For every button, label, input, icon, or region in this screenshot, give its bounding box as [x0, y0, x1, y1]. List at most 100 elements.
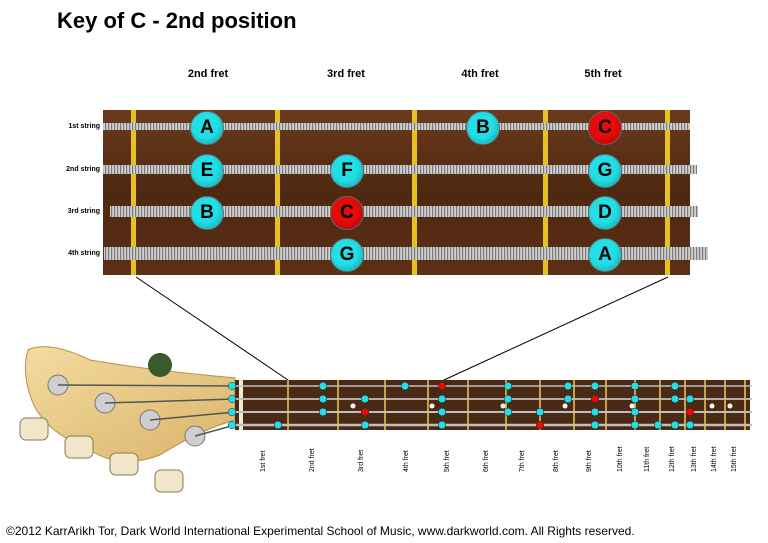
note-marker-g-s2-f5: G: [588, 154, 622, 188]
neck-note-dot: [685, 394, 695, 404]
inlay-dot: [629, 403, 635, 409]
neck-note-dot: [630, 407, 640, 417]
neck-note-dot: [503, 381, 513, 391]
zoom-string-4: [104, 247, 708, 260]
zoom-strings: [103, 123, 708, 260]
neck-note-dot: [670, 381, 680, 391]
neck-note-dot: [227, 420, 237, 430]
zoom-frets: [131, 110, 670, 275]
neck-fret-number: 9th fret: [586, 450, 593, 472]
neck-fret-number: 1st fret: [260, 450, 267, 472]
note-marker-d-s3-f5: D: [588, 196, 622, 230]
neck-note-dot: [360, 394, 370, 404]
neck-note-dot: [503, 407, 513, 417]
neck-note-dot: [590, 381, 600, 391]
neck-fret-number: 11th fret: [643, 446, 651, 472]
zoom-connector-left: [135, 276, 289, 381]
fret-label-5: 5th fret: [584, 68, 622, 80]
neck-fret-wire: [427, 380, 429, 430]
neck-note-dot: [630, 381, 640, 391]
copyright-footer: ©2012 KarrArikh Tor, Dark World Internat…: [6, 524, 635, 538]
fret-label-4: 4th fret: [461, 68, 499, 80]
string-label-3: 3rd string: [67, 208, 100, 215]
neck-fret-wire: [337, 380, 339, 430]
neck-note-dot: [590, 420, 600, 430]
inlay-dot: [727, 403, 733, 409]
note-marker-e-s2-f2: E: [190, 154, 224, 188]
neck-fret-number: 13th fret: [691, 446, 698, 472]
neck-fret-wire: [659, 380, 661, 430]
neck-fret-number: 14th fret: [711, 446, 718, 472]
note-marker-a-s4-f5: A: [588, 238, 622, 272]
neck-note-dot: [535, 420, 545, 430]
page-title: Key of C - 2nd position: [57, 8, 297, 33]
neck-note-dot: [437, 407, 447, 417]
neck-fret-wire: [684, 380, 686, 430]
note-marker-c-s3-f3: C: [330, 196, 364, 230]
neck-note-dot: [227, 394, 237, 404]
neck-fret-wire: [634, 380, 636, 430]
neck-fret-wire: [287, 380, 289, 430]
neck-fret-number: 15th fret: [731, 446, 738, 472]
neck-note-dot: [318, 381, 328, 391]
neck-fret-number: 10th fret: [616, 446, 624, 472]
note-marker-c-s1-f5: C: [588, 111, 622, 145]
headstock: [19, 346, 236, 493]
string-label-4: 4th string: [68, 250, 100, 257]
neck-fret-wire: [505, 380, 507, 430]
neck-fret-number: 4th fret: [402, 450, 410, 472]
neck-note-dot: [535, 407, 545, 417]
note-marker-f-s2-f3: F: [330, 154, 364, 188]
neck-note-dot: [590, 394, 600, 404]
neck-note-dot: [437, 420, 447, 430]
neck-note-dot: [360, 420, 370, 430]
inlay-dot: [350, 403, 356, 409]
neck-dots: [227, 381, 733, 430]
neck-note-dot: [630, 420, 640, 430]
inlay-dot: [562, 403, 568, 409]
neck-note-dot: [227, 381, 237, 391]
neck-fret-wire: [744, 380, 746, 430]
neck-note-dot: [670, 394, 680, 404]
neck-note-dot: [503, 394, 513, 404]
neck-note-dot: [273, 420, 283, 430]
neck-fret-wire: [605, 380, 607, 430]
neck-strings: [230, 385, 752, 427]
note-marker-b-s1-f4: B: [466, 111, 500, 145]
fret-label-2: 2nd fret: [187, 68, 229, 80]
neck-note-dot: [318, 394, 328, 404]
neck-fret-wire: [239, 380, 243, 430]
neck-note-dot: [670, 420, 680, 430]
neck-fret-number: 7th fret: [519, 450, 526, 472]
inlay-dot: [500, 403, 506, 409]
zoom-string-1: [103, 123, 690, 130]
zoom-string-2: [103, 165, 697, 174]
neck-fret-number: 5th fret: [444, 450, 451, 472]
neck-note-dot: [400, 381, 410, 391]
note-marker-a-s1-f2: A: [190, 111, 224, 145]
note-marker-g-s4-f3: G: [330, 238, 364, 272]
neck-note-dot: [437, 381, 447, 391]
neck-fret-number: 8th fret: [553, 450, 560, 472]
zoom-string-3: [110, 206, 698, 217]
inlay-dot: [709, 403, 715, 409]
neck-fret-number: 3rd fret: [357, 449, 365, 472]
neck-fret-wire: [573, 380, 575, 430]
string-label-1: 1st string: [68, 123, 100, 130]
neck-fret-number: 6th fret: [483, 450, 490, 472]
neck-note-dot: [318, 407, 328, 417]
note-marker-b-s3-f2: B: [190, 196, 224, 230]
neck-note-dot: [685, 407, 695, 417]
neck-note-dot: [653, 420, 663, 430]
neck-frets: [239, 380, 746, 430]
neck-fret-wire: [467, 380, 469, 430]
neck-note-dot: [563, 381, 573, 391]
neck-note-dot: [590, 407, 600, 417]
neck-fret-wire: [384, 380, 386, 430]
zoom-connector-right: [443, 276, 669, 381]
neck-fret-wire: [704, 380, 706, 430]
neck-note-dot: [437, 394, 447, 404]
string-label-2: 2nd string: [66, 166, 100, 173]
neck-fret-number: 2nd fret: [309, 448, 316, 472]
